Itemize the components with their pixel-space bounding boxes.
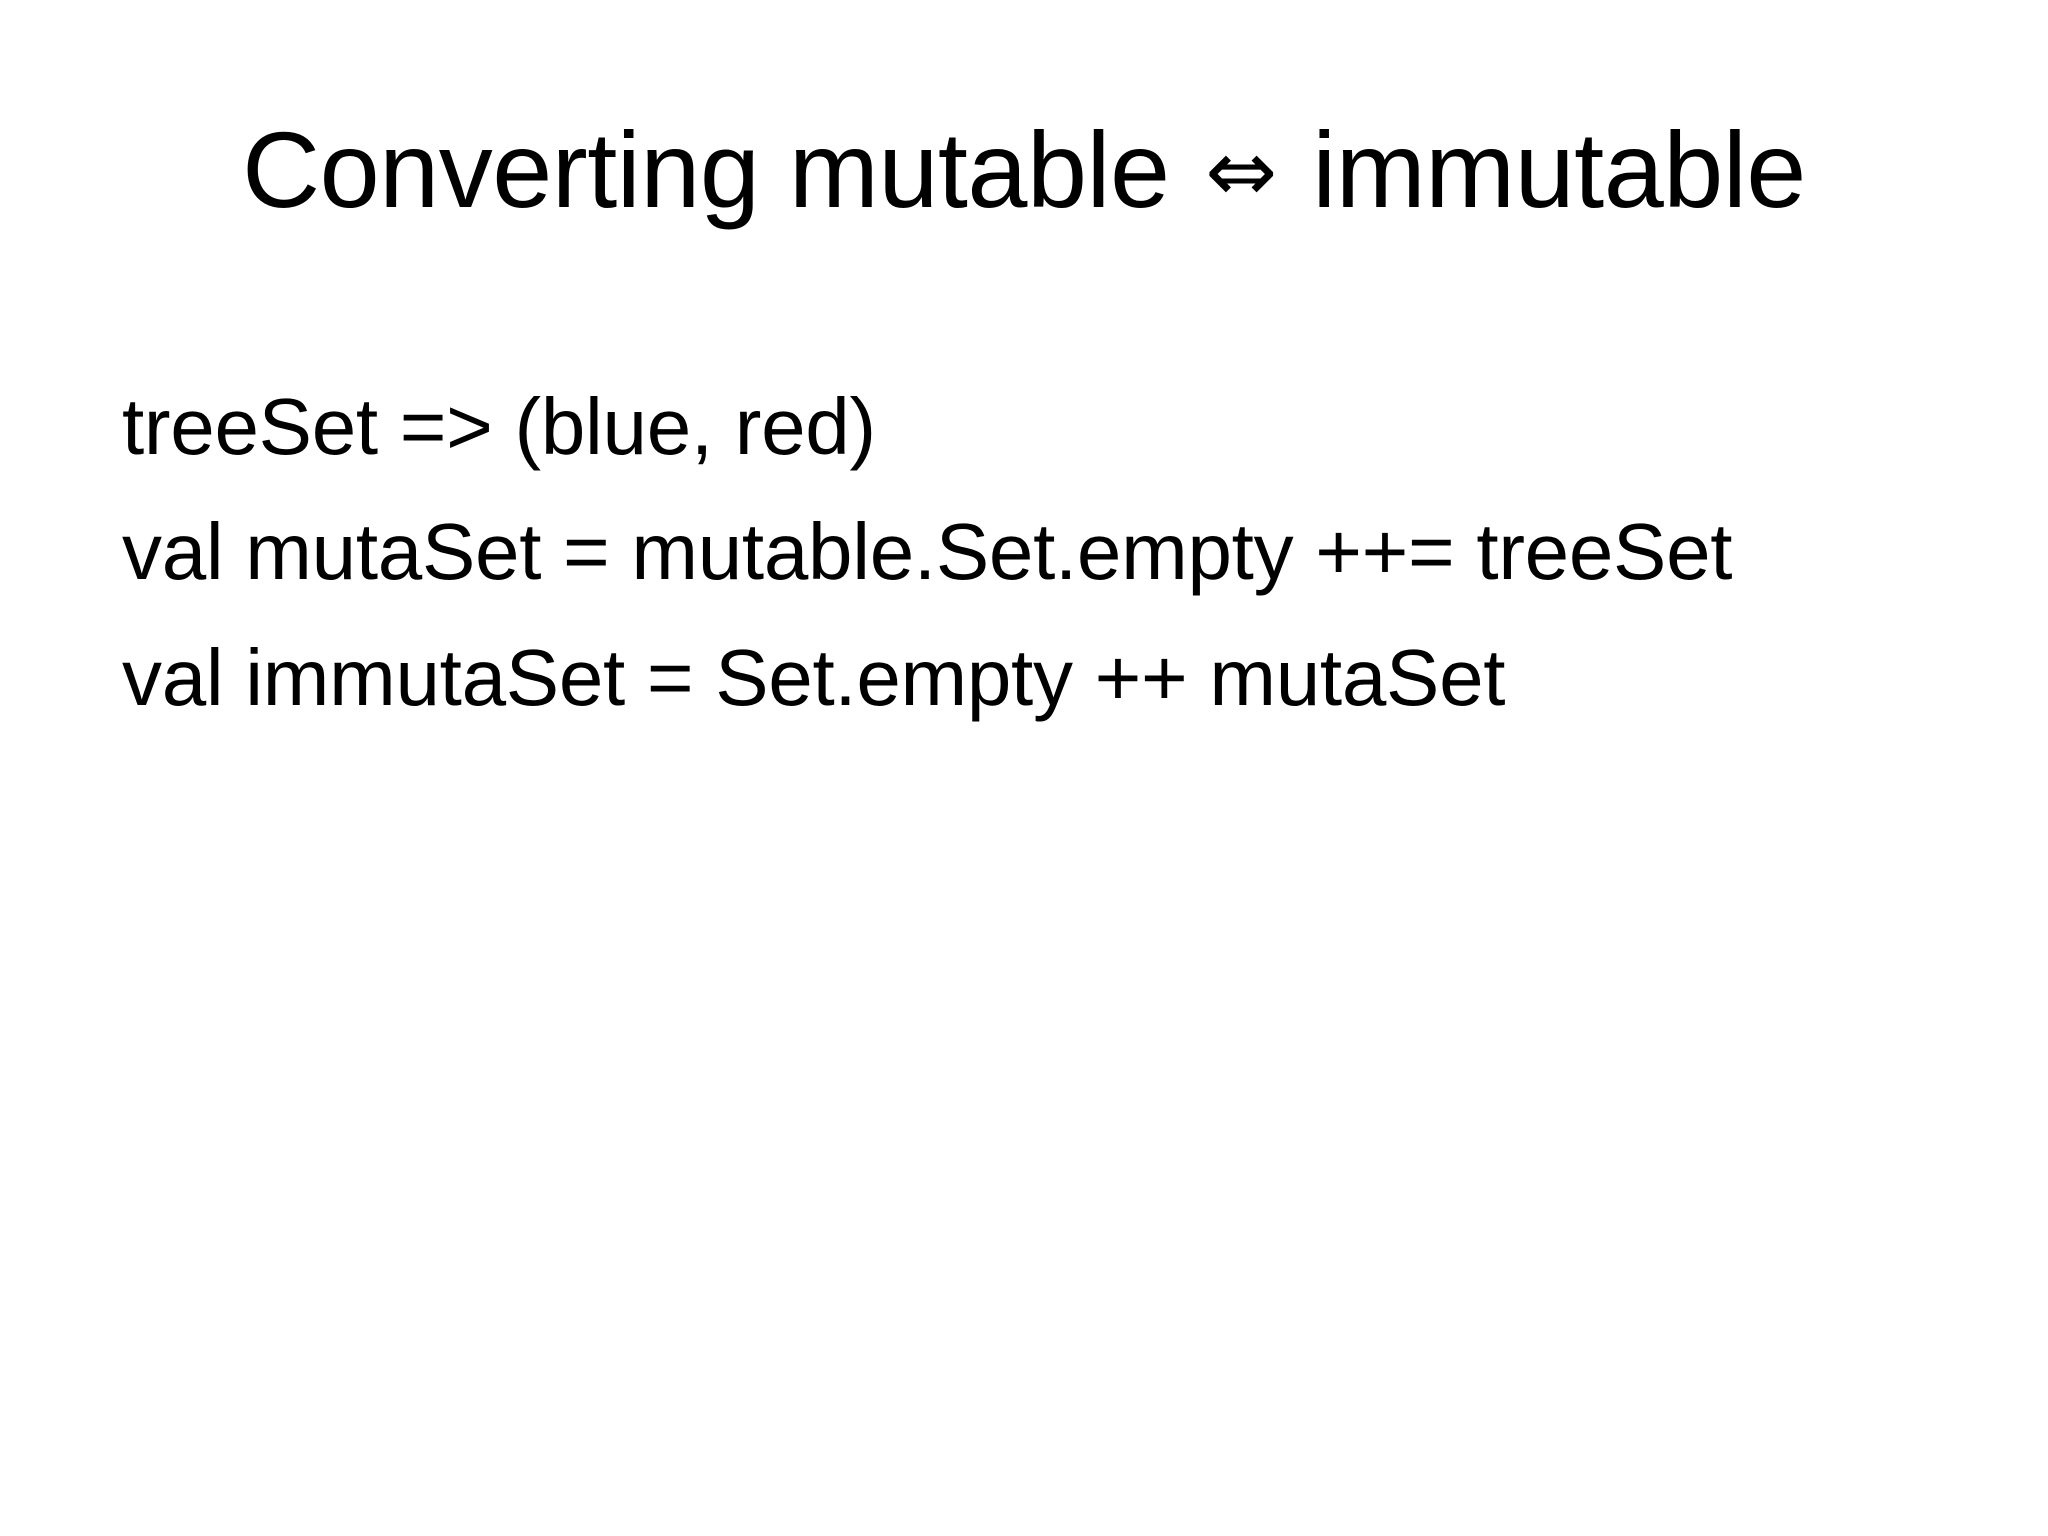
left-right-double-arrow-icon: ⇔ — [1205, 122, 1277, 222]
title-text-after-arrow: immutable — [1282, 109, 1806, 230]
slide-body-block: treeSet => (blue, red) val mutaSet = mut… — [122, 380, 1942, 725]
page-title: Converting mutable ⇔ immutable — [242, 108, 1806, 231]
slide-title-block: Converting mutable ⇔ immutable — [0, 108, 2048, 231]
body-line-2: val mutaSet = mutable.Set.empty ++= tree… — [122, 507, 1733, 597]
body-line-3: val immutaSet = Set.empty ++ mutaSet — [122, 632, 1506, 722]
title-text-before-arrow: Converting mutable — [242, 109, 1200, 230]
body-line-1: treeSet => (blue, red) — [122, 382, 876, 471]
